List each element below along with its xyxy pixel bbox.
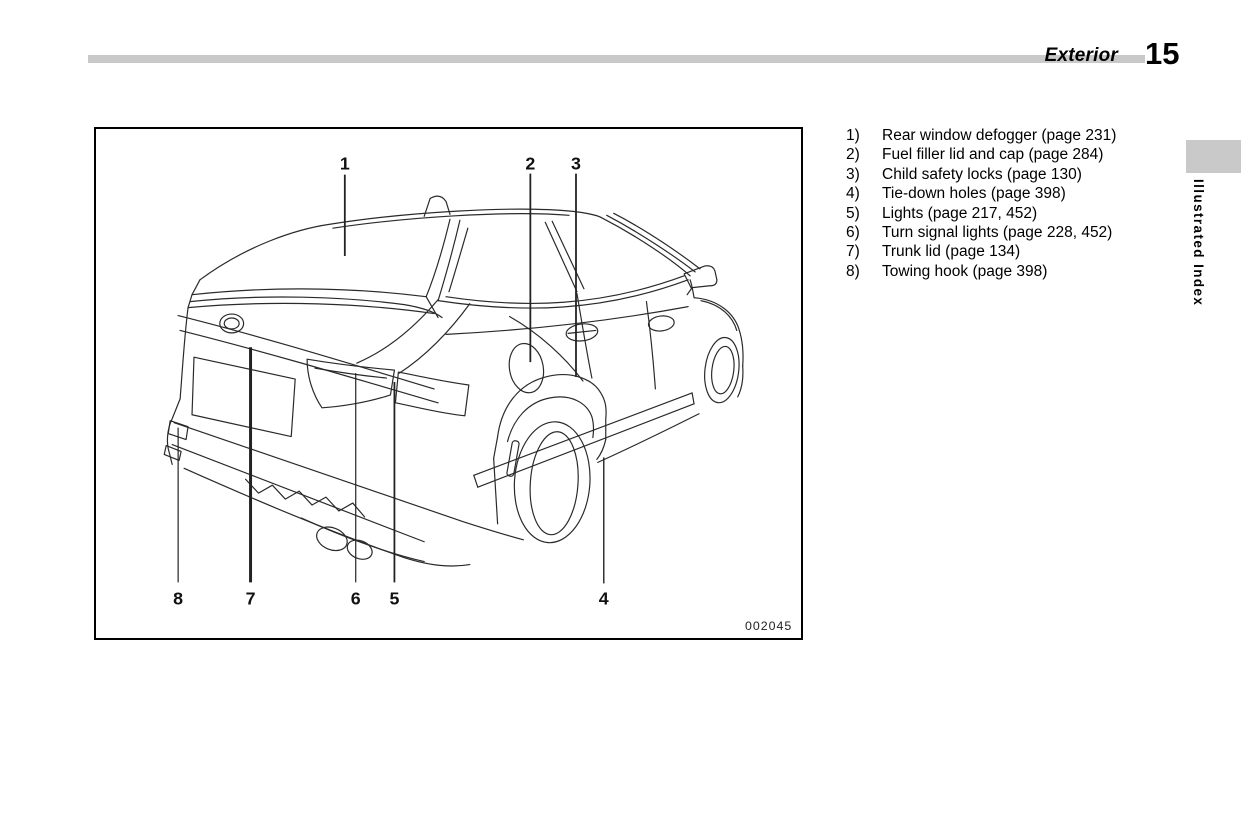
callout-label-8: 8 — [173, 588, 183, 608]
index-item-number: 1) — [846, 127, 860, 144]
index-item-label: Towing hook (page 398) — [882, 262, 1048, 280]
index-item-label: Fuel filler lid and cap (page 284) — [882, 146, 1104, 164]
car-illustration: 1 2 3 4 5 6 7 8 002045 — [163, 154, 792, 633]
callout-label-7: 7 — [246, 588, 256, 608]
index-item-label: Rear window defogger (page 231) — [882, 127, 1117, 144]
callout-label-2: 2 — [525, 154, 535, 174]
index-item-2: 2) Fuel filler lid and cap (page 284) — [846, 145, 1176, 164]
car-line-art — [163, 195, 744, 567]
index-item-label: Lights (page 217, 452) — [882, 204, 1038, 222]
index-item-number: 6) — [846, 224, 860, 242]
figure-id: 002045 — [745, 619, 792, 633]
index-item-6: 6) Turn signal lights (page 228, 452) — [846, 223, 1176, 242]
index-item-label: Trunk lid (page 134) — [882, 243, 1021, 261]
index-item-3: 3) Child safety locks (page 130) — [846, 165, 1176, 184]
exterior-figure-box: 1 2 3 4 5 6 7 8 002045 — [94, 127, 803, 640]
illustrated-index-list: 1) Rear window defogger (page 231) 2) Fu… — [846, 126, 1176, 281]
section-label: Exterior — [1044, 45, 1118, 66]
header-rule — [88, 55, 1145, 63]
callout-label-6: 6 — [351, 588, 361, 608]
callout-label-4: 4 — [599, 588, 609, 608]
index-item-7: 7) Trunk lid (page 134) — [846, 242, 1176, 261]
index-item-5: 5) Lights (page 217, 452) — [846, 204, 1176, 223]
index-item-label: Turn signal lights (page 228, 452) — [882, 224, 1113, 242]
callout-label-1: 1 — [340, 154, 350, 174]
index-item-number: 8) — [846, 262, 860, 280]
index-item-number: 2) — [846, 146, 860, 164]
index-item-label: Child safety locks (page 130) — [882, 165, 1082, 183]
chapter-tab-marker — [1186, 140, 1241, 173]
index-item-number: 4) — [846, 185, 860, 203]
index-item-number: 3) — [846, 165, 860, 183]
callout-label-5: 5 — [389, 588, 399, 608]
page-number: 15 — [1145, 36, 1180, 71]
index-item-label: Tie-down holes (page 398) — [882, 185, 1066, 203]
index-item-number: 7) — [846, 243, 860, 261]
index-item-number: 5) — [846, 204, 860, 222]
index-item-8: 8) Towing hook (page 398) — [846, 262, 1176, 281]
index-item-4: 4) Tie-down holes (page 398) — [846, 184, 1176, 203]
callout-label-3: 3 — [571, 154, 581, 174]
index-item-1: 1) Rear window defogger (page 231) — [846, 126, 1176, 145]
chapter-tab-label: Illustrated Index — [1191, 179, 1206, 307]
callout-lines — [177, 173, 605, 584]
